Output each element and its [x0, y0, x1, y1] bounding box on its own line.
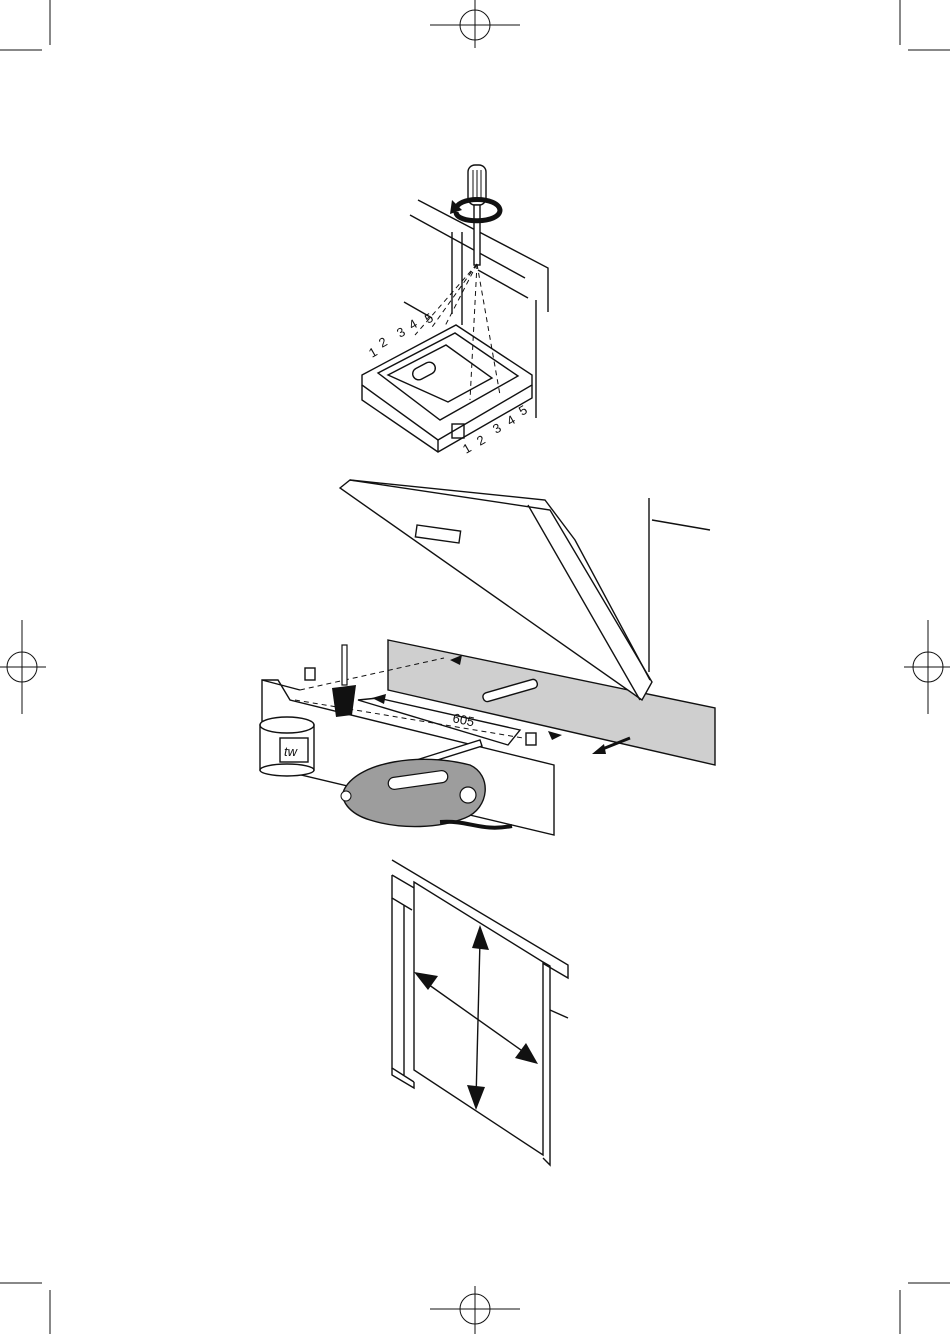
registration-mark-left [0, 620, 46, 714]
figure-hinge-adjustment: 1 2 3 4 5 1 2 3 4 5 [362, 165, 548, 457]
svg-text:3: 3 [490, 420, 504, 437]
paint-pot-icon: tw [260, 717, 314, 776]
svg-text:5: 5 [422, 310, 436, 327]
svg-text:2: 2 [376, 334, 390, 351]
figure-plinth-cutting: 605 tw [260, 480, 715, 835]
registration-mark-right [904, 620, 950, 714]
svg-text:3: 3 [394, 324, 408, 341]
svg-text:1: 1 [366, 344, 380, 361]
svg-text:1: 1 [460, 440, 474, 457]
figure-panel-dimensions [392, 860, 568, 1165]
registration-mark-bottom [430, 1286, 520, 1334]
glue-bottle-icon [332, 645, 356, 717]
pot-logo: tw [284, 744, 299, 759]
svg-text:4: 4 [504, 412, 518, 429]
spacer-block-icon-2 [526, 733, 536, 745]
registration-mark-top [430, 0, 520, 48]
screwdriver-icon [468, 165, 486, 265]
spacer-block-icon [305, 668, 315, 680]
svg-text:2: 2 [474, 432, 488, 449]
svg-text:4: 4 [406, 316, 420, 333]
svg-text:5: 5 [516, 402, 530, 419]
